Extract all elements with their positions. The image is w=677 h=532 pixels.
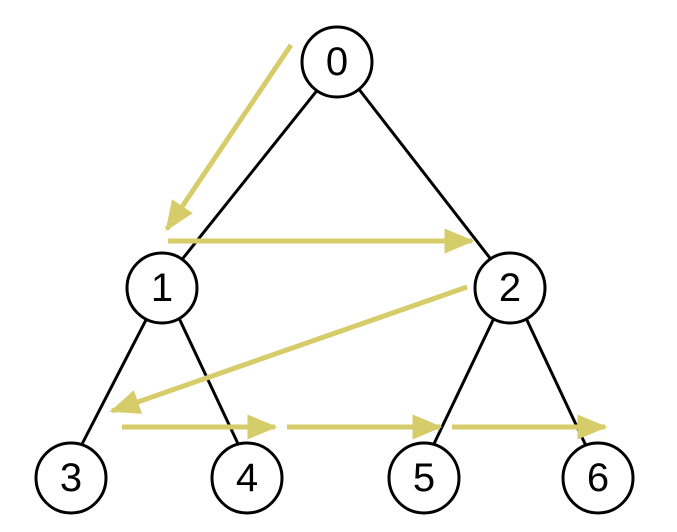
edge-0-2 [356, 86, 495, 264]
traversal-arrow-2-to-3 [109, 284, 468, 414]
node-circle [125, 251, 199, 325]
tree-node-3: 3 [34, 441, 108, 515]
tree-node-2: 2 [473, 251, 547, 325]
tree-node-6: 6 [561, 441, 635, 515]
tree-node-0: 0 [300, 25, 374, 99]
node-label: 2 [499, 266, 521, 310]
node-circle [34, 441, 108, 515]
node-label: 4 [236, 456, 258, 500]
node-label: 3 [60, 456, 82, 500]
node-circle [300, 25, 374, 99]
traversal-arrow-0-to-1 [164, 43, 294, 232]
node-label: 0 [326, 40, 348, 84]
node-circle [473, 251, 547, 325]
edge-1-3 [78, 314, 150, 450]
node-label: 6 [587, 456, 609, 500]
tree-node-5: 5 [387, 441, 461, 515]
tree-nodes: 0 1 2 3 4 5 6 [34, 25, 635, 515]
node-circle [210, 441, 284, 515]
node-label: 1 [151, 266, 173, 310]
edge-0-1 [178, 86, 321, 264]
node-label: 5 [413, 456, 435, 500]
traversal-arrows [109, 43, 608, 440]
tree-node-1: 1 [125, 251, 199, 325]
node-circle [561, 441, 635, 515]
tree-edges [78, 86, 589, 450]
edge-2-5 [430, 314, 497, 450]
tree-node-4: 4 [210, 441, 284, 515]
node-circle [387, 441, 461, 515]
